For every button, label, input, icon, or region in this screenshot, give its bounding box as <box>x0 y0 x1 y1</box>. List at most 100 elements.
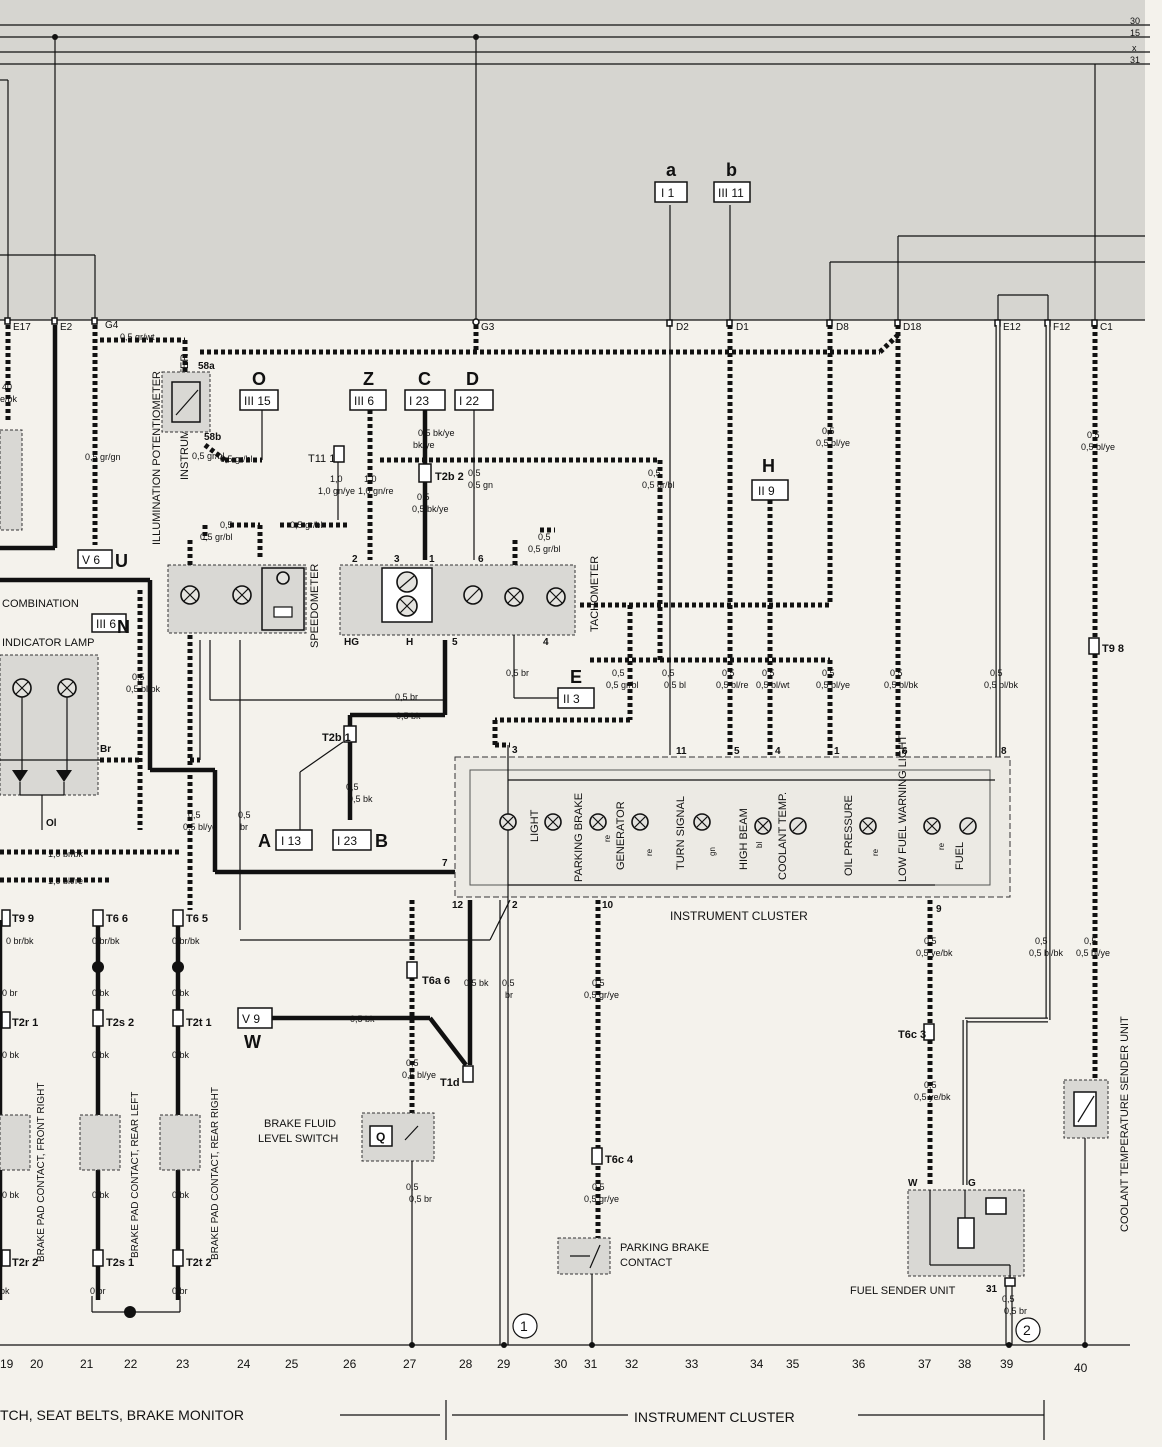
svg-text:LEVEL SWITCH: LEVEL SWITCH <box>258 1133 338 1145</box>
svg-text:0 bk: 0 bk <box>2 1050 20 1060</box>
svg-text:V 9: V 9 <box>242 1012 260 1026</box>
svg-text:BRAKE PAD CONTACT, REAR LEFT: BRAKE PAD CONTACT, REAR LEFT <box>130 1092 141 1258</box>
svg-text:1: 1 <box>834 746 840 757</box>
svg-text:0,5: 0,5 <box>592 978 605 988</box>
svg-text:2: 2 <box>352 554 358 565</box>
svg-text:0,5 gr/bl: 0,5 gr/bl <box>606 680 639 690</box>
svg-text:br: br <box>505 990 513 1000</box>
terminal-T2b-1: T2b 1 <box>322 732 351 744</box>
svg-text:0,5 gr/bl: 0,5 gr/bl <box>220 454 253 464</box>
terminal-T9-9: T9 9 <box>12 913 34 925</box>
svg-text:BRAKE PAD CONTACT, FRONT RIGHT: BRAKE PAD CONTACT, FRONT RIGHT <box>36 1083 47 1262</box>
svg-text:0,5: 0,5 <box>612 668 625 678</box>
svg-text:III 6: III 6 <box>354 394 374 408</box>
svg-text:38: 38 <box>958 1357 972 1371</box>
svg-text:O: O <box>252 369 266 389</box>
svg-text:9: 9 <box>936 904 942 915</box>
ground-rail: 1 2 <box>0 1313 1130 1348</box>
svg-text:28: 28 <box>459 1357 473 1371</box>
svg-text:I 13: I 13 <box>281 834 301 848</box>
svg-text:0,5 br: 0,5 br <box>1004 1306 1027 1316</box>
svg-text:0,5 gr/bl: 0,5 gr/bl <box>642 480 675 490</box>
connector-C1: C1 <box>1100 322 1113 333</box>
parking-brake-contact: PARKING BRAKE CONTACT <box>557 1237 709 1345</box>
svg-text:0,5 bl/re: 0,5 bl/re <box>716 680 749 690</box>
svg-text:0,5 bl/ye: 0,5 bl/ye <box>183 822 217 832</box>
svg-text:A: A <box>258 831 271 851</box>
svg-text:31: 31 <box>986 1284 998 1295</box>
svg-text:34: 34 <box>750 1357 764 1371</box>
speedometer-module: SPEEDOMETER 0,5 0,5 gr/bl 0,5 gr/bl <box>167 520 350 648</box>
connector-D2: D2 <box>676 322 689 333</box>
svg-text:Ol: Ol <box>46 818 57 829</box>
lamp-high-beam-label: HIGH BEAM <box>738 808 750 870</box>
svg-text:29: 29 <box>497 1357 511 1371</box>
lamp-fuel-label: FUEL <box>954 842 966 870</box>
svg-text:N: N <box>117 617 130 637</box>
connector-G4: G4 <box>105 320 119 331</box>
svg-text:39: 39 <box>1000 1357 1014 1371</box>
svg-text:40: 40 <box>1074 1361 1088 1375</box>
ground-mark-1: 1 <box>520 1318 528 1334</box>
tachometer-module: TACHOMETER 2 3 1 6 HG H 5 4 0,5 0,5 gr/b… <box>339 527 601 648</box>
terminal-T2s-1: T2s 1 <box>106 1257 134 1269</box>
svg-text:I 23: I 23 <box>337 834 357 848</box>
svg-text:0,5: 0,5 <box>468 468 481 478</box>
svg-text:0,5 gr/bl: 0,5 gr/bl <box>200 532 233 542</box>
connector-E12: E12 <box>1003 322 1021 333</box>
illumination-potentiometer: 58a 58b ILLUMINATION POTENTIOMETER 0,5 g… <box>151 361 263 545</box>
svg-text:I 1: I 1 <box>661 186 675 200</box>
upper-harness <box>200 325 901 760</box>
lamp-oil-pressure-label: OIL PRESSURE <box>843 795 855 876</box>
svg-text:0,5 bl/ye: 0,5 bl/ye <box>1076 948 1110 958</box>
svg-text:0,5 gn: 0,5 gn <box>468 480 493 490</box>
svg-text:0,5 gr/wt: 0,5 gr/wt <box>120 332 155 342</box>
terminal-T2r-1: T2r 1 <box>12 1017 38 1029</box>
svg-text:0,5: 0,5 <box>220 520 233 530</box>
svg-text:e/bk: e/bk <box>0 394 18 404</box>
connector-D8: D8 <box>836 322 849 333</box>
svg-text:a: a <box>666 160 677 180</box>
lamp-low-fuel-label: LOW FUEL WARNING LIGHT <box>897 735 909 882</box>
svg-text:0 br: 0 br <box>90 1286 106 1296</box>
svg-text:10: 10 <box>602 900 614 911</box>
fuse-box-area <box>0 0 1145 320</box>
svg-text:1,0 gn/re: 1,0 gn/re <box>358 486 394 496</box>
svg-text:HG: HG <box>344 637 359 648</box>
connector-G3: G3 <box>481 322 495 333</box>
svg-text:36: 36 <box>852 1357 866 1371</box>
svg-text:ILLUMINATION POTENTIOMETER: ILLUMINATION POTENTIOMETER <box>151 371 163 545</box>
svg-text:V 6: V 6 <box>82 553 100 567</box>
terminal-T1d: T1d <box>440 1077 460 1089</box>
bus-lines: 30 15 x 31 <box>0 16 1150 65</box>
svg-text:1,0: 1,0 <box>330 474 343 484</box>
svg-text:W: W <box>908 1178 918 1189</box>
svg-text:0,5 bl/ye: 0,5 bl/ye <box>402 1070 436 1080</box>
column-numbers: 19 20 21 22 23 24 25 26 27 28 29 30 31 3… <box>0 1357 1088 1375</box>
terminal-T2t-1: T2t 1 <box>186 1017 212 1029</box>
svg-text:D: D <box>466 369 479 389</box>
ref-box-b: b III 11 <box>713 160 751 203</box>
svg-text:33: 33 <box>685 1357 699 1371</box>
brake-pad-contacts: T9 9 0 br/bk 0 br T2r 1 0 bk 0 bk T2r 2 … <box>0 909 221 1318</box>
svg-text:0 bk: 0 bk <box>172 1190 190 1200</box>
svg-text:br: br <box>240 822 248 832</box>
svg-text:6: 6 <box>902 746 908 757</box>
svg-text:0,5 gr/gn: 0,5 gr/gn <box>85 452 121 462</box>
ref-box-C: C I 23 <box>404 369 446 411</box>
svg-text:5: 5 <box>452 637 458 648</box>
svg-text:0,5 ye/bk: 0,5 ye/bk <box>914 1092 951 1102</box>
svg-text:32: 32 <box>625 1357 639 1371</box>
svg-text:0,5 bk: 0,5 bk <box>464 978 489 988</box>
ref-box-E: E II 3 0,5 br <box>506 635 595 709</box>
lower-cluster-wires: 0,5 bk 0,5 br 0,5 0,5 gr/ye T6c 4 0,5 0,… <box>464 900 1110 1345</box>
ref-box-O: O III 15 <box>239 369 279 411</box>
tach-harness: 0,5 0,5 bl/ye 0,5 0,5 gr/bl <box>492 325 850 748</box>
svg-text:re: re <box>871 848 880 856</box>
svg-text:23: 23 <box>176 1357 190 1371</box>
svg-text:0,5: 0,5 <box>822 426 835 436</box>
svg-text:0,5 bl/bk: 0,5 bl/bk <box>126 684 161 694</box>
terminal-T6c-4: T6c 4 <box>605 1154 634 1166</box>
svg-text:0,5: 0,5 <box>1035 936 1048 946</box>
svg-text:12: 12 <box>452 900 464 911</box>
